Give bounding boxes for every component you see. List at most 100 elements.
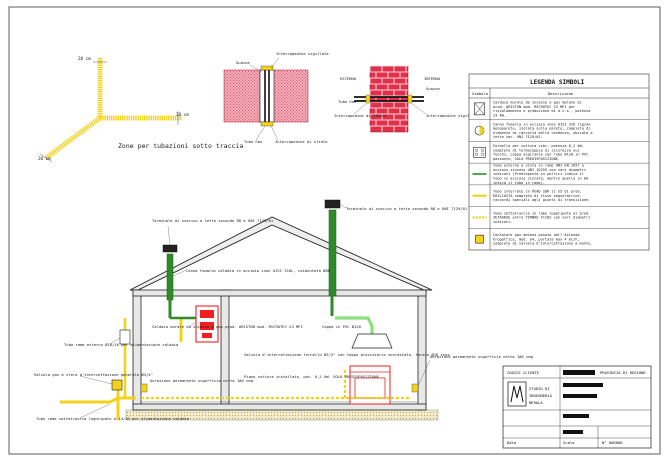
- label-wall-tube: Tubo rame esterno Ø18/16 per alimentazio…: [64, 342, 178, 347]
- leader-guaina: [249, 64, 263, 73]
- legend-row-text: Canna fumaria in acciaio inox AISI 316 r…: [493, 122, 593, 139]
- label-aeration-right: Aerazione permanente superficie netta 10…: [430, 354, 533, 359]
- floor-slab: [132, 403, 427, 411]
- brick-wall: [369, 65, 409, 133]
- stove-oven-door: [354, 377, 386, 399]
- legend-row-text: Tubo sottotraccia in rame logotipato di …: [493, 211, 590, 224]
- wall-right: [417, 289, 427, 411]
- tb-foot-right: N° 000000: [602, 440, 623, 445]
- masonry-right: [273, 69, 309, 123]
- legend-row-text: Tubo esterno a vista in rame UNI EN 1057…: [493, 164, 588, 185]
- leader-wall-right: [410, 102, 427, 115]
- studio-logo-box: [507, 381, 527, 407]
- flue-right-pipe: [328, 209, 337, 297]
- section-label-tube: Tubo Gas: [244, 139, 262, 144]
- tb-redacted-4: [563, 414, 589, 418]
- section-detail: Guaina Intercapedine sigillata Tubo Gas …: [223, 51, 329, 144]
- label-tube-ground: Tubo rame sottotraccia logotipato a 14/1…: [36, 416, 189, 421]
- section-label-intercap-bottom: Intercapedine di sfiato: [275, 139, 328, 144]
- legend-row-text: Fornello per cottura cibi, potenza 6,2 k…: [493, 144, 588, 161]
- legend-table: LEGENDA SIMBOLI Simbolo Descrizione Cald…: [468, 73, 650, 251]
- kitchen-hood: [351, 333, 393, 349]
- label-boiler: Caldaia murale da incasso a gas prod. AR…: [152, 324, 303, 329]
- zone-detail: 20 cm 20 cm 20 cm Zone per tubazioni sot…: [38, 56, 243, 163]
- wall-label-intercap-right: Intercapedine sigillata: [426, 113, 479, 118]
- wall-detail: ESTERNO INTERNO Guaina Tubo Gas Intercap…: [334, 65, 479, 133]
- tb-redacted-5: [563, 430, 583, 434]
- tb-redacted-1: [563, 370, 595, 375]
- flue-left-cap: [162, 244, 178, 253]
- titleblock-frame: [502, 365, 652, 449]
- meter-symbol-icon: [475, 234, 484, 244]
- label-valve: Valvola gas a sfera d'intercettazione ge…: [34, 372, 153, 377]
- leader-wall-left: [353, 102, 368, 115]
- tb-redacted-3: [563, 394, 597, 398]
- flue-right-cap: [324, 199, 341, 209]
- boiler-symbol-icon: [474, 102, 485, 116]
- label-hood: Cappa in PVC Ø120: [322, 324, 362, 329]
- label-aeration-left: Aerazione permanente superficie netta 10…: [150, 378, 253, 383]
- wall-seal-right: [407, 94, 413, 104]
- hood-duct: [335, 316, 374, 334]
- gas-meter-box: [119, 329, 131, 345]
- ceiling-slab: [132, 289, 427, 297]
- label-flue-pipe: Canna fumaria caldaia in acciaio inox AI…: [186, 268, 331, 273]
- tb-redacted-2: [563, 383, 603, 387]
- gas-valve-box: [111, 379, 123, 391]
- leader-tube: [255, 125, 266, 141]
- studio-name-1: STUDIO DI: [529, 386, 550, 391]
- label-flue-left: Terminale di scarico a tetto secondo RD …: [152, 218, 274, 223]
- flue-left-pipe: [166, 253, 174, 301]
- legend-row-text: Caldaia murale da incasso a gas metano d…: [493, 101, 590, 118]
- studio-logo-mark: [510, 385, 524, 403]
- dim-top-text: 20 cm: [78, 56, 91, 61]
- stove-symbol-icon: [473, 146, 486, 158]
- dim-right-text: 20 cm: [176, 112, 189, 117]
- wall-label-esterno: ESTERNO: [340, 76, 357, 81]
- tb-row1-right: PROVINCIA DI REGIONE: [600, 370, 646, 375]
- leader-intercap-bottom: [270, 125, 279, 141]
- tb-foot-left: Data: [507, 440, 516, 445]
- leader-boiler: [189, 321, 197, 327]
- seal-bottom: [260, 121, 274, 127]
- section-label-guaina: Guaina: [236, 60, 250, 65]
- legend-title: LEGENDA SIMBOLI: [530, 79, 585, 86]
- aeration-left-vent: [140, 383, 148, 393]
- label-flue-right: Terminale di scarico a tetto secondo RD …: [346, 206, 468, 211]
- leader-intercap-top: [270, 57, 280, 69]
- zone-diagonal-band: [44, 115, 102, 161]
- dim-line-left: [39, 153, 53, 163]
- leader-wall-tube: [109, 337, 121, 345]
- studio-logo: STUDIO DI INGEGNERIA MEROLA: [507, 381, 553, 407]
- dim-left-text: 20 cm: [38, 156, 51, 161]
- leader-flue-pipe: [172, 269, 187, 277]
- wall-seal-left: [365, 94, 371, 104]
- boiler-panel-b: [200, 322, 214, 330]
- wall-label-intercap-left: Intercapedine di sfiato: [334, 113, 387, 118]
- legend-frame: [468, 73, 650, 251]
- leader-tube-ground: [79, 403, 111, 419]
- wall-label-guaina: Guaina: [426, 86, 440, 91]
- legend-row-text: Contatore gas metano posato dall'Azienda…: [493, 233, 593, 246]
- leader-flue-left: [167, 225, 171, 246]
- tb-foot-mid: Scala: [563, 440, 574, 445]
- label-center: Valvola d'intercettazione fornello Ø3/4"…: [244, 352, 452, 357]
- seal-top: [260, 65, 274, 71]
- studio-name-2: INGEGNERIA: [529, 393, 553, 398]
- boiler-panel-a: [200, 310, 214, 318]
- legend-rows: Caldaia murale da incasso a gas metano d…: [469, 101, 649, 246]
- masonry-left: [223, 69, 261, 123]
- wall-left: [132, 289, 142, 411]
- wall-label-interno: INTERNO: [424, 76, 441, 81]
- house-section: Terminale di scarico a tetto secondo RD …: [34, 199, 533, 421]
- leader-flue-right: [339, 203, 347, 209]
- boiler-panel-c: [202, 333, 212, 338]
- title-block: CODICE CLIENTE PROVINCIA DI REGIONE STUD…: [502, 365, 652, 449]
- label-predisp: Piano cottura installato, pot. 6,2 kW. S…: [244, 374, 381, 379]
- legend-col-desc: Descrizione: [548, 91, 574, 96]
- section-label-intercap-top: Intercapedine sigillata: [276, 51, 329, 56]
- aeration-right-vent: [411, 383, 419, 393]
- studio-name-3: MEROLA: [529, 400, 543, 405]
- leader-aeration-right: [417, 359, 431, 387]
